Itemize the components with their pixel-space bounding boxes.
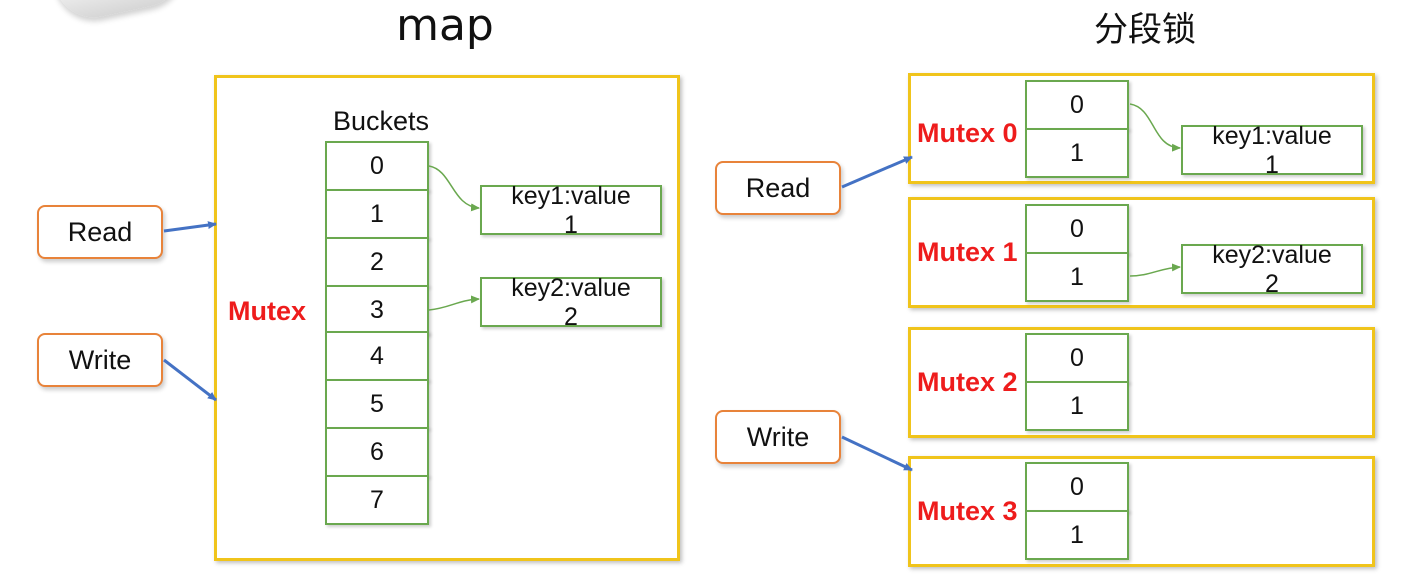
segment-frame-2: [908, 327, 1375, 438]
seg0-bucket0-to-key1-arrow: [1129, 103, 1181, 152]
bucket-cell: 7: [325, 475, 429, 525]
map-entry-key2: key2:value 2: [480, 274, 662, 331]
segment-bucket-cell: 0: [1025, 333, 1129, 383]
entry-value: 2: [564, 303, 578, 331]
segment-write-arrow: [841, 435, 913, 472]
map-read-button[interactable]: Read: [37, 205, 163, 259]
segment-mutex-label-2: Mutex 2: [917, 367, 1018, 397]
segment-lock-title: 分段锁: [1094, 10, 1196, 50]
entry-key: key1:value: [1212, 122, 1332, 150]
segment-read-arrow: [841, 155, 913, 189]
bucket-cell: 4: [325, 331, 429, 381]
map-title: map: [396, 0, 494, 51]
segment-frame-3: [908, 456, 1375, 567]
segment-mutex-label-1: Mutex 1: [917, 237, 1018, 267]
entry-key: key1:value: [511, 182, 631, 210]
entry-value: 2: [1265, 270, 1279, 298]
entry-key: key2:value: [511, 274, 631, 302]
bucket-cell: 3: [325, 285, 429, 335]
bucket-cell: 5: [325, 379, 429, 429]
bucket3-to-key2-arrow: [428, 295, 480, 311]
segment-read-button[interactable]: Read: [715, 161, 841, 215]
entry-value: 1: [564, 211, 578, 239]
entry-value: 1: [1265, 151, 1279, 179]
segment-bucket-cell: 1: [1025, 252, 1129, 302]
segment-entry-key2: key2:value 2: [1181, 241, 1363, 298]
segment-entry-key1: key1:value 1: [1181, 122, 1363, 179]
map-write-arrow: [163, 358, 217, 402]
seg1-bucket1-to-key2-arrow: [1129, 263, 1181, 277]
buckets-label: Buckets: [333, 106, 430, 136]
segment-bucket-cell: 0: [1025, 204, 1129, 254]
segment-mutex-label-0: Mutex 0: [917, 118, 1018, 148]
segment-bucket-cell: 1: [1025, 510, 1129, 560]
segment-bucket-cell: 1: [1025, 128, 1129, 178]
segment-write-button[interactable]: Write: [715, 410, 841, 464]
segment-mutex-label-3: Mutex 3: [917, 496, 1018, 526]
map-write-button[interactable]: Write: [37, 333, 163, 387]
bucket0-to-key1-arrow: [428, 165, 480, 212]
map-entry-key1: key1:value 1: [480, 182, 662, 239]
map-read-arrow: [163, 221, 217, 233]
entry-key: key2:value: [1212, 241, 1332, 269]
segment-bucket-cell: 1: [1025, 381, 1129, 431]
map-mutex-label: Mutex: [228, 296, 307, 326]
